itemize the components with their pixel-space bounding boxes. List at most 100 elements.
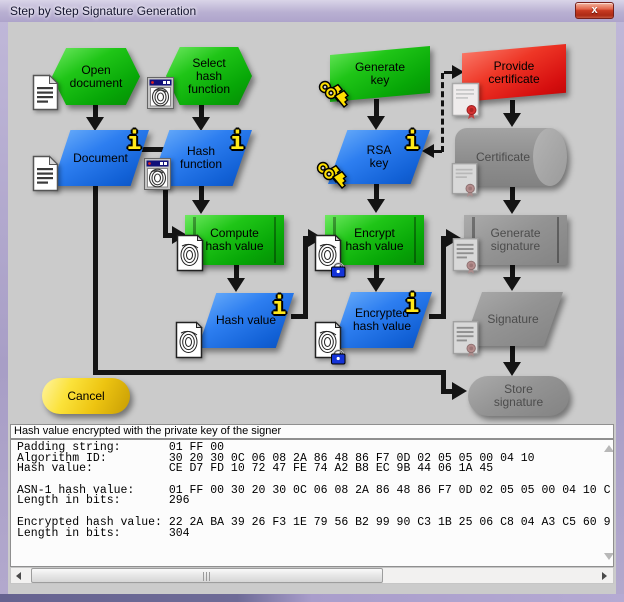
connector-line: [429, 314, 445, 319]
stadium-shape: [42, 378, 130, 414]
output-line: Length in bits: 304: [17, 526, 190, 540]
card-shape: [330, 46, 430, 102]
connector-line: [510, 265, 515, 278]
connector-line: [510, 187, 515, 201]
scroll-up-icon[interactable]: [604, 445, 613, 452]
output-line: ASN-1 hash value: 01 FF 00 30 20 30 0C 0…: [17, 483, 611, 497]
signature-document-icon: [452, 320, 481, 364]
thumb-grip: [203, 572, 212, 581]
output-line: Encrypted hash value: 22 2A BA 39 26 F3 …: [17, 515, 611, 529]
connector-dashed-line: [441, 73, 444, 152]
node-select-hash-function[interactable]: Select hash function: [166, 47, 252, 105]
title-bar[interactable]: Step by Step Signature Generation x: [0, 0, 624, 22]
node-provide-certificate[interactable]: Provide certificate: [462, 44, 566, 102]
fingerprint-page-lock-icon: [314, 320, 346, 371]
node-encrypted-hash-value[interactable]: Encrypted hash value: [332, 292, 432, 348]
node-encrypt-hash-value[interactable]: Encrypt hash value: [325, 215, 424, 265]
arrow-down-icon: [367, 116, 385, 130]
node-label: Signature: [487, 311, 539, 326]
connector-line: [441, 236, 446, 319]
node-label: Provide certificate: [488, 59, 540, 86]
arrow-down-icon: [192, 117, 210, 131]
node-label: Certificate: [475, 149, 531, 164]
scroll-left-button[interactable]: [11, 568, 28, 583]
connector-line: [374, 183, 379, 200]
connector-line: [199, 186, 204, 201]
connector-line: [303, 236, 308, 319]
connector-line: [141, 147, 168, 152]
signature-document-icon: [452, 237, 481, 281]
parallelogram-shape: [332, 292, 432, 348]
connector-line: [199, 103, 204, 119]
arrow-down-icon: [503, 277, 521, 291]
node-generate-signature: Generate signature: [464, 215, 567, 265]
node-open-document[interactable]: Open document: [52, 48, 140, 105]
arrow-right-icon: [452, 382, 467, 400]
info-icon[interactable]: i: [229, 127, 245, 155]
info-icon[interactable]: i: [404, 127, 420, 155]
node-label: Encrypted hash value: [352, 306, 412, 333]
info-icon[interactable]: i: [126, 127, 142, 155]
node-label: Compute hash value: [205, 226, 264, 253]
node-hash-value[interactable]: Hash value: [198, 293, 294, 348]
parallelogram-shape: [198, 293, 294, 348]
node-generate-key[interactable]: Generate key: [330, 46, 430, 102]
node-label: Generate key: [354, 60, 406, 87]
connector-line: [510, 100, 515, 114]
node-document[interactable]: Document: [52, 130, 149, 186]
parallelogram-shape: [52, 130, 149, 186]
node-label: Generate signature: [490, 226, 541, 253]
card-shape: [462, 44, 566, 102]
arrow-down-icon: [367, 278, 385, 292]
arrow-down-icon: [227, 278, 245, 292]
scroll-down-icon[interactable]: [604, 553, 613, 560]
connector-line: [93, 370, 446, 375]
connector-line: [291, 314, 307, 319]
node-label: RSA key: [366, 143, 392, 170]
fingerprint-page-lock-icon: [314, 234, 346, 283]
arrow-right-icon: [452, 65, 464, 79]
certificate-icon: [451, 82, 482, 126]
window-border: [0, 22, 8, 594]
keys-icon: [317, 79, 351, 122]
document-icon: [32, 155, 59, 197]
node-label: Store signature: [493, 382, 544, 409]
connector-line: [444, 389, 454, 394]
certificate-icon: [451, 162, 480, 204]
info-icon[interactable]: i: [404, 290, 420, 318]
arrow-right-icon: [602, 571, 607, 580]
close-button[interactable]: x: [575, 2, 614, 19]
document-icon: [32, 74, 59, 116]
node-label: Document: [73, 150, 128, 165]
fingerprint-page-icon: [175, 321, 203, 364]
node-label: Encrypt hash value: [345, 226, 404, 253]
connector-line: [510, 346, 515, 363]
keys-icon: [315, 160, 349, 203]
arrow-down-icon: [367, 199, 385, 213]
connector-line: [234, 265, 239, 279]
window-border: [0, 594, 624, 602]
process-shape: [325, 215, 424, 265]
connector-line: [93, 186, 98, 375]
hexagon-shape: [52, 48, 140, 105]
node-signature: Signature: [463, 292, 563, 346]
cancel-button-label: Cancel: [67, 388, 105, 403]
arrow-left-icon: [422, 144, 434, 158]
scrollbar-thumb[interactable]: [31, 568, 383, 583]
connector-dashed-line: [433, 150, 442, 153]
info-icon[interactable]: i: [271, 292, 287, 320]
horizontal-scrollbar[interactable]: [10, 567, 614, 584]
cancel-button[interactable]: Cancel: [42, 378, 130, 414]
node-label: Hash function: [179, 144, 223, 171]
scroll-right-button[interactable]: [596, 568, 613, 583]
hexagon-shape: [166, 47, 252, 105]
node-label: Select hash function: [187, 55, 231, 96]
connector-line: [441, 370, 446, 394]
node-label: Open document: [69, 62, 123, 90]
cylinder-cap: [533, 128, 567, 186]
output-line: Padding string: 01 FF 00: [17, 441, 225, 454]
connector-dashed-line: [444, 71, 453, 74]
arrow-left-icon: [16, 571, 21, 580]
output-text-area[interactable]: Padding string: 01 FF 00 Algorithm ID: 3…: [10, 439, 614, 567]
node-store-signature: Store signature: [468, 376, 569, 416]
